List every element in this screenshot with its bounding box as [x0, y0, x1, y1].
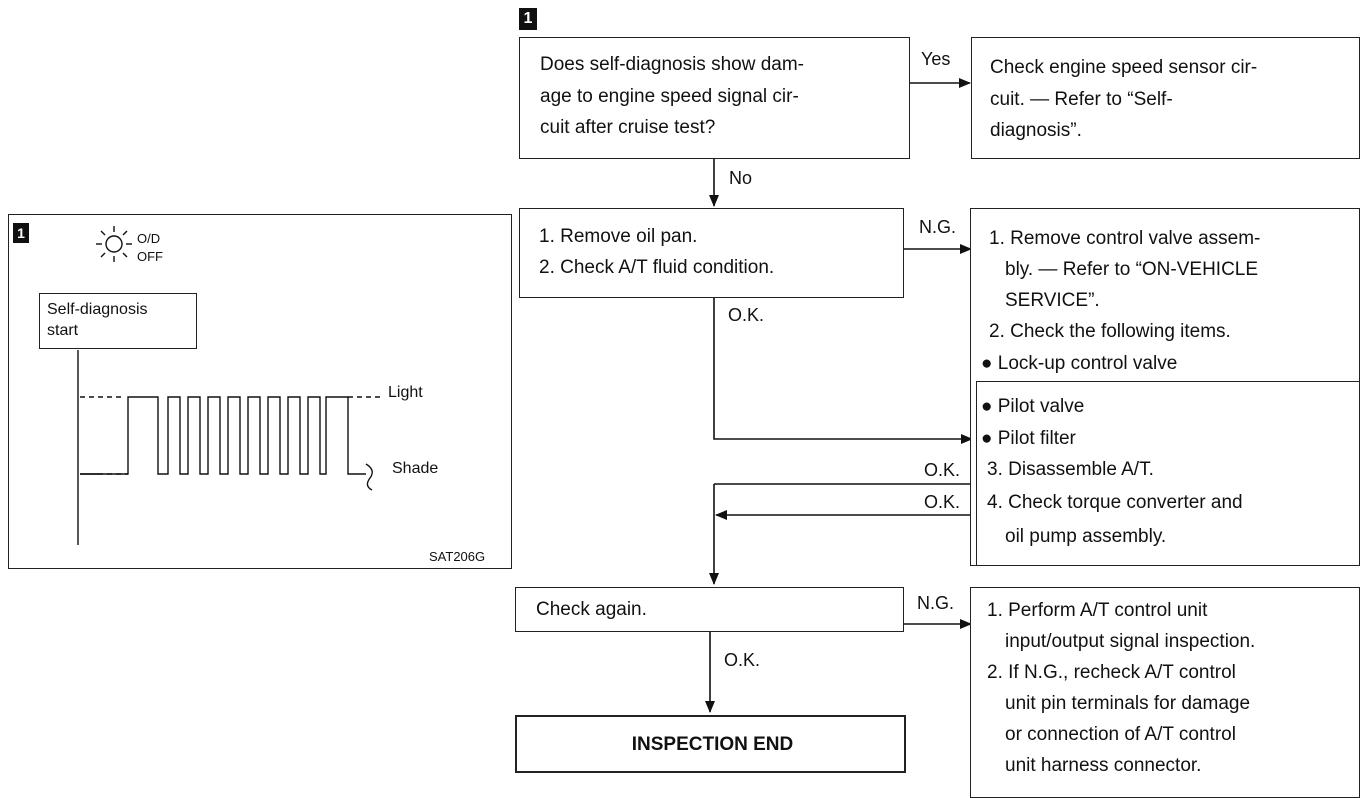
- step-box-2: 1. Remove oil pan. 2. Check A/T fluid co…: [519, 208, 904, 298]
- r2-line-4: 2. Check the following items.: [989, 321, 1231, 342]
- inset-diagram: 1 O/D OFF Self-diagnosis start Light Sha…: [8, 214, 512, 569]
- inspection-end-box: INSPECTION END: [515, 715, 906, 773]
- start-box: Self-diagnosis start: [39, 293, 197, 349]
- start-line-2: start: [47, 322, 79, 339]
- r3-line-6: unit harness connector.: [1005, 755, 1202, 776]
- start-line-1: Self-diagnosis: [47, 301, 148, 318]
- ok-label-2: O.K.: [924, 460, 961, 480]
- r3-line-2: input/output signal inspection.: [1005, 631, 1256, 652]
- q1-line-3: cuit after cruise test?: [540, 117, 716, 138]
- s3-text: Check again.: [536, 599, 647, 620]
- result-box-3: 1. Perform A/T control unit input/output…: [970, 587, 1360, 798]
- r1-line-1: Check engine speed sensor cir-: [990, 57, 1258, 78]
- r1-line-3: diagnosis”.: [990, 120, 1082, 141]
- r2b-line-2: ● Pilot filter: [981, 428, 1076, 449]
- result-box-1: Check engine speed sensor cir- cuit. — R…: [971, 37, 1360, 159]
- r2-line-1: 1. Remove control valve assem-: [989, 228, 1261, 249]
- q1-line-1: Does self-diagnosis show dam-: [540, 54, 805, 75]
- ok-label-3: O.K.: [924, 492, 961, 512]
- r3-line-1: 1. Perform A/T control unit: [987, 600, 1208, 621]
- r2b-line-1: ● Pilot valve: [981, 396, 1085, 417]
- indicator-line-2: OFF: [137, 249, 163, 264]
- r3-line-3: 2. If N.G., recheck A/T control: [987, 662, 1236, 683]
- r3-line-4: unit pin terminals for damage: [1005, 693, 1251, 714]
- light-label: Light: [388, 384, 423, 401]
- indicator-line-1: O/D: [137, 231, 161, 246]
- s2-line-2: 2. Check A/T fluid condition.: [539, 257, 775, 278]
- ng-label-2: N.G.: [917, 593, 955, 613]
- r3-line-5: or connection of A/T control: [1005, 724, 1236, 745]
- shade-label: Shade: [392, 460, 439, 477]
- ok-path-1: [713, 298, 973, 444]
- step-marker: 1: [519, 8, 537, 30]
- step-box-3: Check again.: [515, 587, 904, 632]
- result-box-2-sub: ● Pilot valve ● Pilot filter 3. Disassem…: [976, 381, 1360, 566]
- inset-marker: 1: [13, 223, 29, 243]
- ok-label-4: O.K.: [724, 650, 761, 670]
- no-label: No: [729, 168, 753, 188]
- r2b-line-4: 4. Check torque converter and: [987, 492, 1243, 513]
- r2-line-5: ● Lock-up control valve: [981, 353, 1178, 374]
- ng-label-1: N.G.: [919, 217, 957, 237]
- sun-icon: [96, 226, 132, 262]
- r1-line-2: cuit. — Refer to “Self-: [990, 89, 1173, 110]
- s2-line-1: 1. Remove oil pan.: [539, 226, 698, 247]
- ok-label-1: O.K.: [728, 305, 765, 325]
- question-box-1: Does self-diagnosis show dam- age to eng…: [519, 37, 910, 159]
- r2-line-3: SERVICE”.: [1005, 290, 1100, 311]
- r2b-line-3: 3. Disassemble A/T.: [987, 459, 1154, 480]
- q1-line-2: age to engine speed signal cir-: [540, 86, 799, 107]
- end-text: INSPECTION END: [631, 734, 794, 755]
- r2-line-2: bly. — Refer to “ON-VEHICLE: [1005, 259, 1259, 280]
- r2b-line-5: oil pump assembly.: [1005, 526, 1167, 547]
- yes-label: Yes: [921, 49, 951, 69]
- inset-waveform: [77, 350, 382, 545]
- figure-code: SAT206G: [429, 549, 486, 564]
